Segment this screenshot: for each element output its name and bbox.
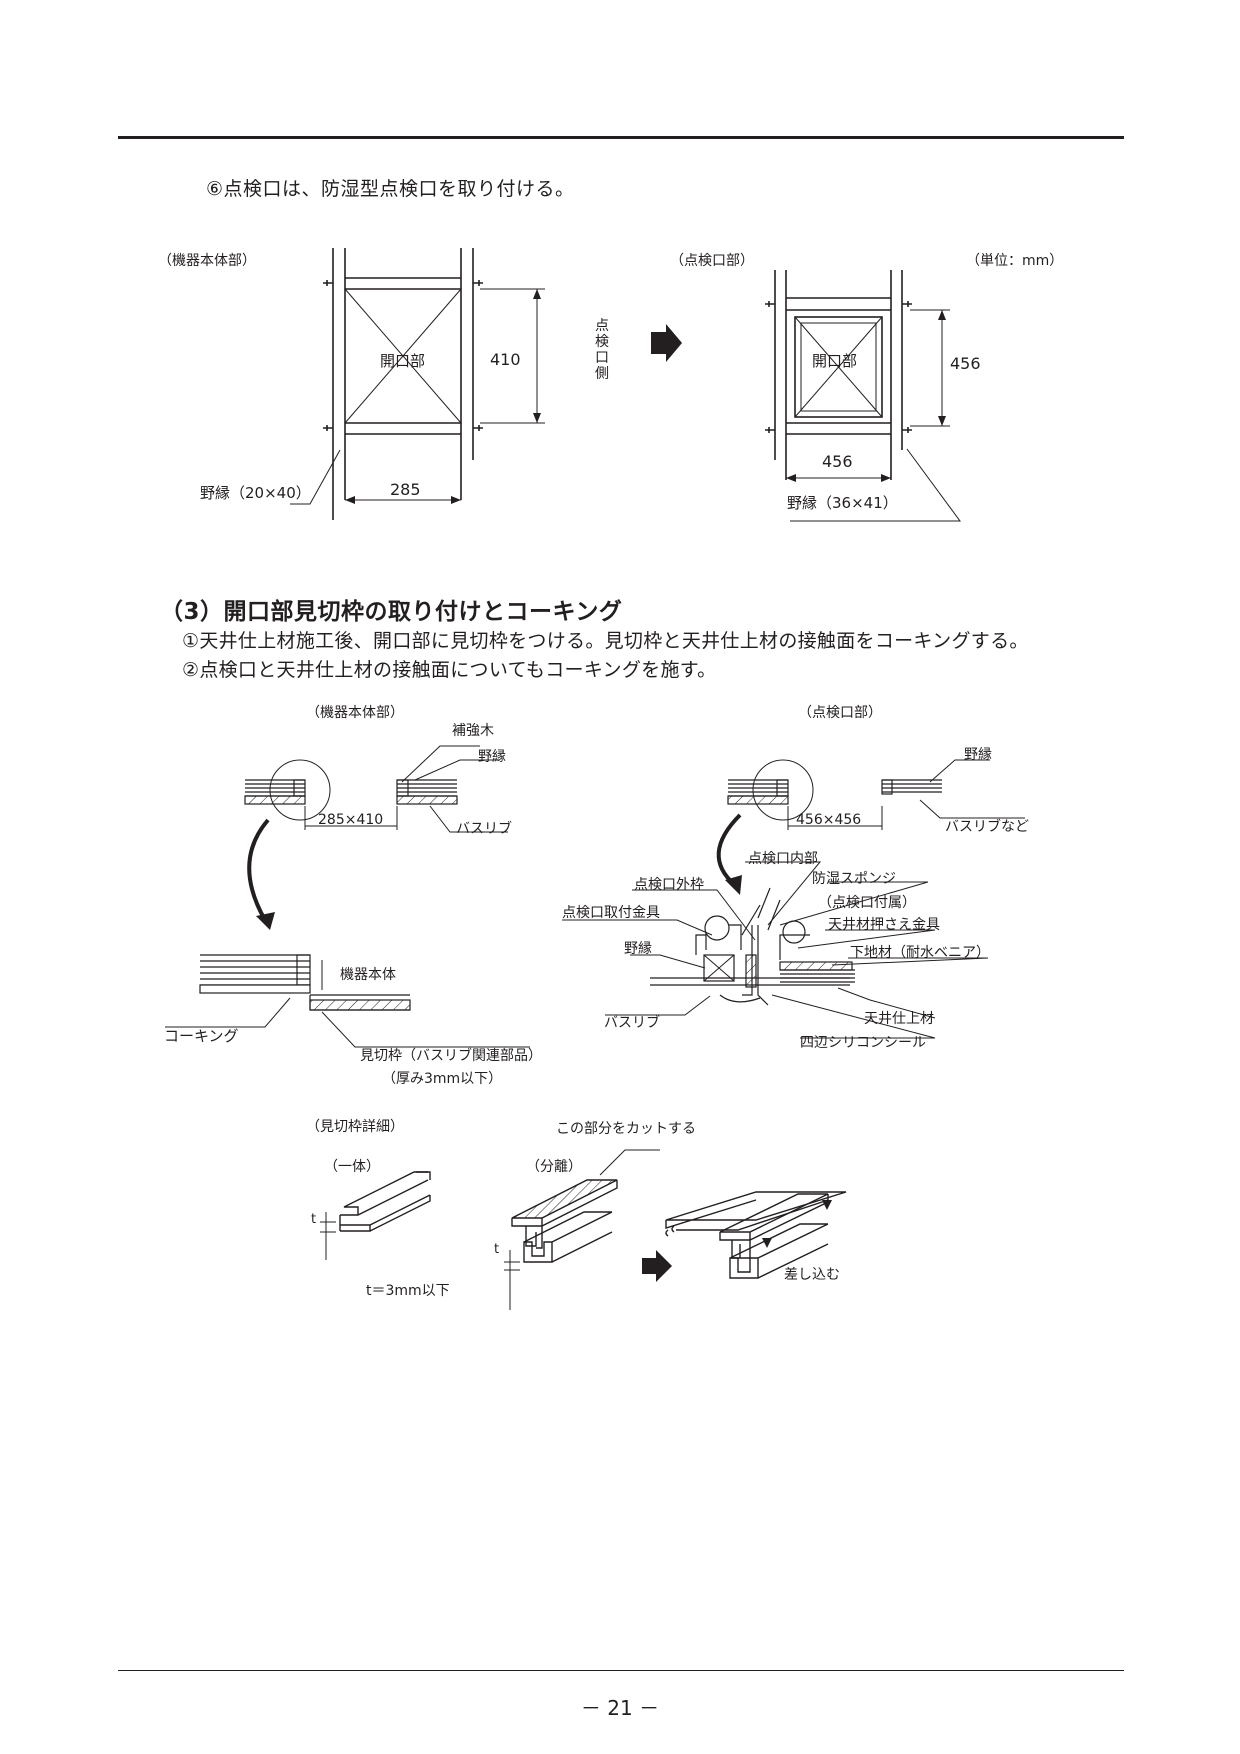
dimension-285x410: 285×410 <box>318 812 384 828</box>
furring-label-right: 野縁 <box>964 747 992 763</box>
lath-etc-label: バスリブなど <box>945 819 1029 835</box>
separate-label: （分離） <box>526 1159 582 1175</box>
silicone-seal-label: 四辺シリコンシール <box>800 1035 926 1051</box>
section-heading: （3）開口部見切枠の取り付けとコーキング <box>160 599 623 625</box>
fig2-right-caption: （点検口部） <box>798 705 882 721</box>
cut-note: この部分をカットする <box>556 1121 696 1137</box>
width-dimension-right: 456 <box>822 452 853 471</box>
trim-frame-label: 見切枠（バスリブ関連部品） <box>360 1048 542 1064</box>
unit-body-label: 機器本体 <box>340 967 396 983</box>
substrate-label: 下地材（耐水ベニア） <box>850 945 990 961</box>
opening-label-right: 開口部 <box>812 352 858 370</box>
thickness-t-label-2: t <box>494 1242 500 1257</box>
section-line-1: ①天井仕上材施工後、開口部に見切枠をつける。見切枠と天井仕上材の接触面をコーキン… <box>182 630 1029 652</box>
furring-label-right: 野縁（36×41） <box>787 494 898 512</box>
width-dimension-left: 285 <box>390 480 421 499</box>
lath-label: バスリブ <box>456 821 512 837</box>
thickness-note: （厚み3mm以下） <box>382 1071 503 1087</box>
thickness-t-label: t <box>311 1212 317 1227</box>
sponge-label: 防湿スポンジ <box>812 871 896 887</box>
section-line-2: ②点検口と天井仕上材の接触面についてもコーキングを施す。 <box>182 659 717 681</box>
fig1-left-caption: （機器本体部） <box>158 253 256 269</box>
inspection-inner-label: 点検口内部 <box>748 851 818 867</box>
furring-label-left: 野縁（20×40） <box>200 484 311 502</box>
thickness-spec: t＝3mm以下 <box>366 1283 450 1299</box>
caulking-detail-figure <box>165 745 1025 1048</box>
furring-label-right-2: 野縁 <box>624 941 652 957</box>
height-dimension-left: 410 <box>490 350 521 369</box>
dimension-456x456: 456×456 <box>796 812 862 828</box>
unit-note: （単位：mm） <box>966 253 1064 269</box>
sponge-note: （点検口付属） <box>818 895 916 911</box>
height-dimension-right: 456 <box>950 354 981 373</box>
opening-label-left: 開口部 <box>380 352 426 370</box>
fig2-left-caption: （機器本体部） <box>306 705 404 721</box>
fig1-right-caption: （点検口部） <box>670 253 754 269</box>
one-piece-label: （一体） <box>324 1159 380 1175</box>
ceiling-finish-label: 天井仕上材 <box>864 1011 934 1027</box>
fig3-caption: （見切枠詳細） <box>306 1119 404 1135</box>
reinforcement-label: 補強木 <box>452 723 494 739</box>
trim-frame-detail-figure <box>320 1149 847 1310</box>
page-number: － 21 － <box>580 1696 660 1720</box>
lath-label-right: バスリブ <box>604 1015 660 1031</box>
insert-label: 差し込む <box>784 1267 840 1283</box>
press-bracket-label: 天井材押さえ金具 <box>828 917 940 933</box>
inspection-side-label: 点検口側 <box>595 318 609 382</box>
furring-label: 野縁 <box>478 749 506 765</box>
opening-plan-figure <box>290 248 961 522</box>
outer-frame-label: 点検口外枠 <box>634 877 704 893</box>
step-6-text: ⑥点検口は、防湿型点検口を取り付ける。 <box>206 178 575 200</box>
header-rule <box>118 136 1124 139</box>
footer-rule <box>118 1670 1124 1671</box>
mounting-bracket-label: 点検口取付金具 <box>562 905 660 921</box>
caulking-label: コーキング <box>164 1027 239 1045</box>
